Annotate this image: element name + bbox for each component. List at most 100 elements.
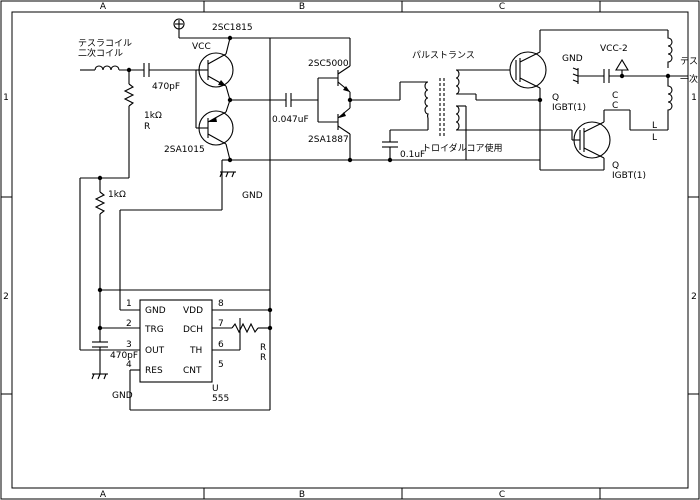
cap-0047-label: 0.047uF [272, 115, 309, 125]
igbt-top-name: IGBT(1) [552, 103, 586, 113]
resistor-r-right [231, 322, 259, 334]
ic-555-pin1-num: 1 [126, 299, 132, 309]
cap-470pf-top-label: 470pF [152, 82, 180, 92]
wire-q2-collector [225, 143, 231, 161]
ic-555-pin7-num: 7 [218, 319, 224, 329]
frame-row-left-1: 1 [3, 93, 9, 103]
gnd-right-hatch-2 [572, 73, 579, 77]
toroidal-note: トロイダルコア使用 [422, 142, 502, 154]
cap-01uf-label: 0.1uF [400, 150, 425, 160]
gnd-symbol-top-hatch-3 [231, 171, 235, 178]
frame-col-bottom-c: C [499, 490, 505, 500]
gnd-symbol-top-hatch-2 [225, 171, 229, 178]
cap-c-val: C [612, 101, 618, 111]
wire-q1-q2-node [225, 85, 231, 101]
junction-vcc [227, 35, 233, 41]
gnd-symbol-bottom-hatch-1 [91, 373, 95, 380]
tesla-coil-right-label-2: 一次 [680, 73, 698, 85]
gnd-symbol-bottom-hatch-2 [97, 373, 101, 380]
q4-emitter-arrow [339, 112, 346, 118]
q4-part-label: 2SA1887 [308, 135, 349, 145]
gnd-symbol-top-hatch-1 [219, 171, 223, 178]
resistor-r-right-label-2: R [260, 353, 266, 363]
q2-emitter-arrow [209, 117, 217, 122]
resistor-1k-top-label: 1kΩ [144, 111, 162, 121]
ic-555-pin8-name: VDD [183, 306, 203, 316]
ic-555-pin6-name: TH [189, 346, 202, 356]
vcc2-label: VCC-2 [600, 44, 628, 54]
frame-row-right-1: 1 [691, 93, 697, 103]
ic-555-pin4-name: RES [145, 366, 163, 376]
primary-coil-lower [667, 76, 673, 120]
gnd-right-hatch-3 [572, 79, 579, 83]
resistor-1k-left-label: 1kΩ [108, 190, 126, 200]
frame-col-bottom-b: B [299, 490, 305, 500]
q2-collector [207, 133, 227, 145]
frame-col-bottom-a: A [100, 490, 107, 500]
resistor-1k-top-ref: R [144, 122, 150, 132]
junction-vcc2 [619, 73, 625, 79]
primary-coil-upper [667, 30, 673, 68]
frame-row-right-2: 2 [691, 292, 697, 302]
wire-q1-collector [225, 37, 231, 55]
junction-igbt-mid [537, 97, 543, 103]
igbt-bottom-emitter [583, 147, 605, 159]
ic-555-pin2-num: 2 [126, 319, 132, 329]
ic-555-pin5-num: 5 [218, 360, 224, 370]
tesla-coil-label-2: 二次コイル [78, 47, 123, 59]
ic-555-ref: U [212, 384, 219, 394]
igbt-bottom-name: IGBT(1) [612, 171, 646, 181]
gnd-right-label: GND [562, 54, 583, 64]
ic-555-pin7-name: DCH [183, 325, 203, 335]
ind-l-val: L [652, 133, 657, 143]
frame-row-left-2: 2 [3, 292, 9, 302]
frame-col-top-b: B [299, 2, 305, 12]
q3-collector [337, 65, 351, 75]
igbt-top-q: Q [552, 93, 559, 103]
transformer-primary-winding [424, 81, 429, 119]
frame-inner [11, 11, 689, 489]
resistor-1k-left [94, 191, 106, 215]
q4-collector [337, 125, 351, 135]
pulse-transformer-label: パルストランス [412, 50, 475, 61]
vcc2-symbol [615, 58, 629, 71]
q2-part-label: 2SA1015 [164, 145, 205, 155]
ic-555-pin2-name: TRG [144, 325, 164, 335]
ic-555-pin5-name: CNT [183, 366, 202, 376]
igbt-top [509, 51, 547, 89]
ic-555-pin8-num: 8 [218, 299, 224, 309]
transformer-secondary-winding-bottom [455, 105, 460, 131]
ic-555-pin4-num: 4 [126, 360, 132, 370]
q3-emitter-arrow [343, 86, 350, 92]
ic-555-pin1-name: GND [145, 306, 166, 316]
tesla-coil-right-label: テス [680, 56, 698, 67]
resistor-1k-top [123, 83, 135, 107]
ic-555-pin3-name: OUT [145, 346, 165, 356]
frame-col-top-a: A [100, 2, 107, 12]
vcc-label: VCC [192, 42, 211, 52]
ic-555-part: 555 [212, 394, 229, 404]
frame-col-top-c: C [499, 2, 505, 12]
gnd-label: GND [242, 191, 263, 201]
junction-555-dch [267, 325, 273, 331]
ic-555-body [139, 299, 213, 383]
gnd-555-label: GND [112, 391, 133, 401]
junction-01uf-gnd [387, 157, 393, 163]
transformer-secondary-winding-top [455, 69, 460, 95]
igbt-bottom-q: Q [612, 161, 619, 171]
tesla-coil-label: テスラコイル [78, 38, 132, 49]
secondary-coil-inductor [94, 65, 120, 71]
ind-l-ref: L [652, 121, 657, 131]
gnd-right-hatch-1 [572, 67, 579, 71]
igbt-top-emitter [519, 77, 541, 89]
ic-555-pin3-num: 3 [126, 340, 132, 350]
ic-555-pin6-num: 6 [218, 340, 224, 350]
q3-part-label: 2SC5000 [308, 59, 349, 69]
q1-part-label: 2SC1815 [212, 23, 253, 33]
resistor-r-right-label-1: R [260, 343, 266, 353]
q1-collector [207, 53, 227, 65]
gnd-symbol-bottom-hatch-3 [103, 373, 107, 380]
q1-emitter-arrow [218, 80, 226, 86]
